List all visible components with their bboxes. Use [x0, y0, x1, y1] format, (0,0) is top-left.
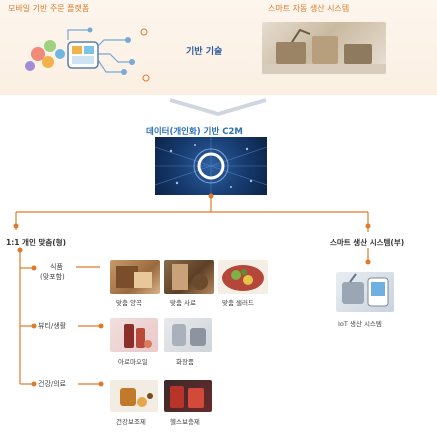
- hub-title: 데이터(개인화) 기반 C2M: [146, 127, 243, 137]
- mobile-platform-title: 모바일 기반 주문 플랫폼: [8, 4, 90, 13]
- mobile-platform-illustration: [25, 27, 150, 82]
- core-technology-label: 기반 기술: [186, 47, 223, 57]
- beauty-image-aroma: [110, 318, 158, 352]
- circuit-dots: [87, 27, 135, 75]
- category-food-sublabel: (맞포함): [40, 273, 65, 281]
- category-food-label: 식품: [50, 263, 63, 271]
- robot-arm-icon: [276, 36, 372, 64]
- food-item-petfood: 맞춤 사료: [170, 299, 196, 307]
- smart-factory-photo: [262, 22, 386, 74]
- c2m-hub-image: [155, 137, 267, 195]
- beauty-item-cosmetics: 화장품: [176, 358, 194, 366]
- down-arrow-icon: [169, 98, 267, 116]
- iot-production-image: [336, 272, 394, 312]
- health-item-supplement: 건강보조제: [116, 418, 146, 426]
- beauty-item-aroma: 아로마오일: [118, 358, 148, 366]
- beauty-image-cosmetics: [164, 318, 212, 352]
- food-item-salad: 맞춤 샐러드: [222, 299, 254, 307]
- health-image-protein: [164, 380, 212, 412]
- food-image-grain: [110, 260, 160, 294]
- health-image-supplement: [110, 380, 158, 412]
- category-beauty-label: 뷰티/생활: [38, 322, 67, 330]
- hub-ring-icon: [197, 152, 225, 180]
- food-item-grain: 맞춤 양곡: [116, 299, 142, 307]
- category-health-label: 건강/의료: [38, 380, 67, 388]
- food-image-petfood: [164, 260, 214, 294]
- left-branch-title: 1:1 개인 맞춤(형): [6, 238, 67, 247]
- smart-production-title: 스마트 자동 생산 시스템: [268, 4, 350, 13]
- iot-production-label: IoT 생산 시스템: [338, 320, 382, 328]
- right-branch-title: 스마트 생산 시스템(부): [330, 238, 405, 247]
- app-icons: [25, 40, 65, 71]
- health-item-protein: 헬스보충제: [170, 418, 200, 426]
- food-image-salad: [218, 260, 268, 294]
